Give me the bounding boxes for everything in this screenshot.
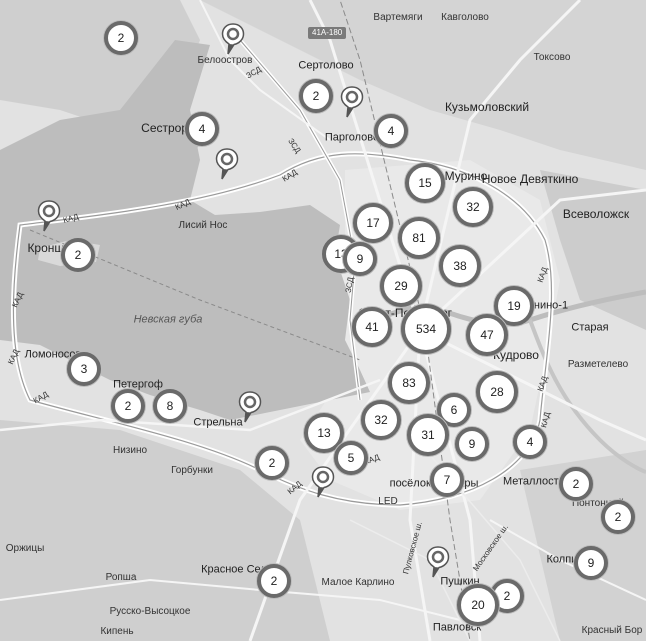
cluster-marker[interactable]: 20	[457, 584, 499, 626]
map-pin-icon[interactable]	[215, 148, 239, 180]
cluster-marker[interactable]: 29	[380, 265, 422, 307]
cluster-marker[interactable]: 2	[255, 446, 289, 480]
cluster-marker[interactable]: 2	[601, 500, 635, 534]
cluster-marker[interactable]: 3	[67, 352, 101, 386]
cluster-marker[interactable]: 2	[111, 389, 145, 423]
map-pin-icon[interactable]	[426, 546, 450, 578]
map-pin-icon[interactable]	[221, 23, 245, 55]
cluster-marker[interactable]: 32	[361, 400, 401, 440]
cluster-marker[interactable]: 9	[455, 427, 489, 461]
cluster-marker[interactable]: 83	[388, 362, 430, 404]
road-shield: 41А-180	[308, 27, 347, 39]
cluster-marker[interactable]: 9	[574, 546, 608, 580]
cluster-marker[interactable]: 9	[343, 242, 377, 276]
cluster-marker[interactable]: 32	[453, 187, 493, 227]
cluster-marker[interactable]: 38	[439, 245, 481, 287]
cluster-marker[interactable]: 2	[257, 564, 291, 598]
cluster-marker[interactable]: 534	[401, 304, 451, 354]
map-pin-icon[interactable]	[340, 86, 364, 118]
cluster-marker[interactable]: 17	[353, 203, 393, 243]
cluster-marker[interactable]: 4	[513, 425, 547, 459]
cluster-marker[interactable]: 19	[494, 286, 534, 326]
map-pin-icon[interactable]	[238, 391, 262, 423]
cluster-marker[interactable]: 2	[559, 467, 593, 501]
cluster-marker[interactable]: 4	[374, 114, 408, 148]
map-pin-icon[interactable]	[37, 200, 61, 232]
cluster-marker[interactable]: 2	[299, 79, 333, 113]
cluster-marker[interactable]: 2	[61, 238, 95, 272]
cluster-marker[interactable]: 2	[104, 21, 138, 55]
cluster-marker[interactable]: 28	[476, 371, 518, 413]
cluster-marker[interactable]: 41	[352, 307, 392, 347]
cluster-marker[interactable]: 4	[185, 112, 219, 146]
cluster-marker[interactable]: 5	[334, 441, 368, 475]
cluster-marker[interactable]: 31	[407, 414, 449, 456]
cluster-marker[interactable]: 7	[430, 463, 464, 497]
cluster-marker[interactable]: 15	[405, 163, 445, 203]
cluster-marker[interactable]: 47	[466, 314, 508, 356]
cluster-marker[interactable]: 81	[398, 217, 440, 259]
cluster-marker[interactable]: 8	[153, 389, 187, 423]
map-pin-icon[interactable]	[311, 466, 335, 498]
